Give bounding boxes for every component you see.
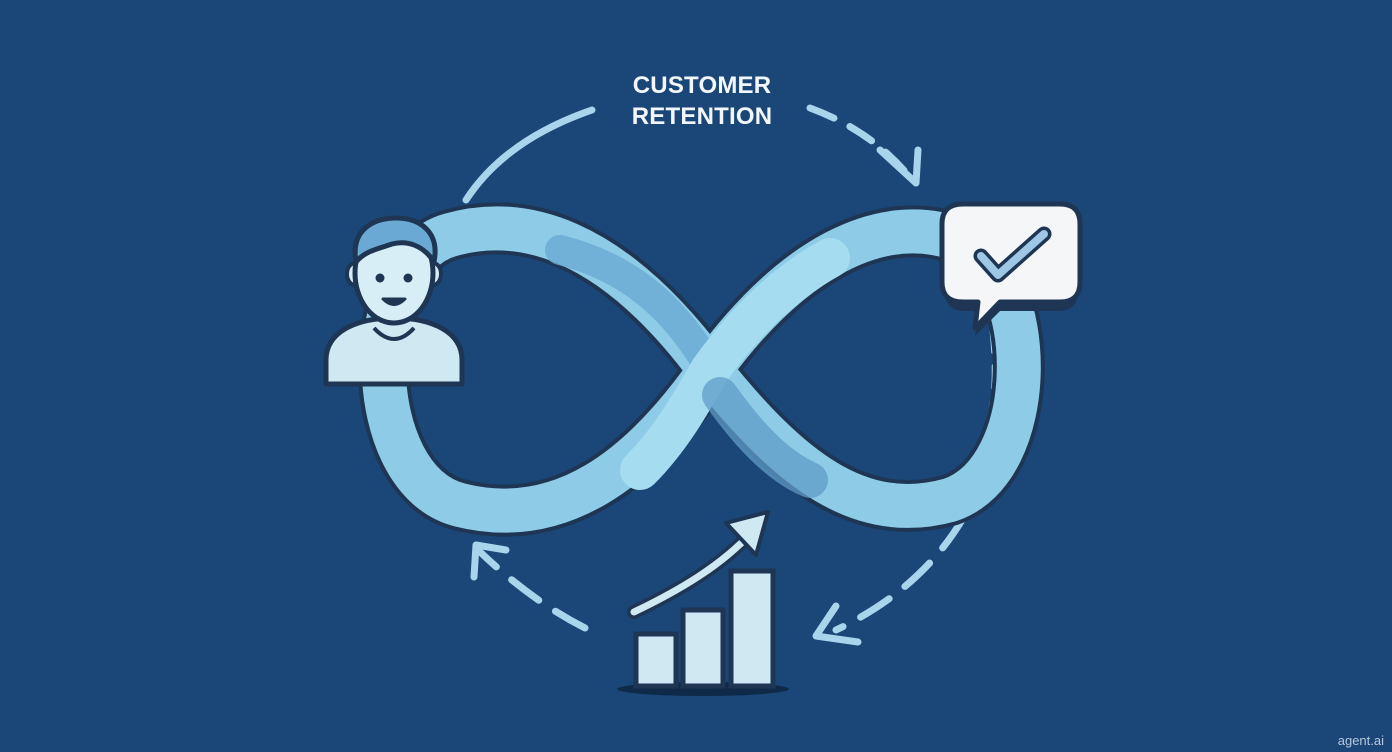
check-mark	[977, 230, 1048, 279]
person-eye-left	[375, 273, 385, 283]
title-line-1: CUSTOMER	[632, 72, 772, 99]
chart-bar-2	[680, 607, 726, 689]
check-speech-bubble-icon	[939, 201, 1083, 336]
trend-arrow-line	[630, 528, 756, 616]
person-hair	[352, 215, 438, 265]
watermark: agent.ai	[1337, 733, 1384, 748]
loop-shading	[545, 235, 720, 375]
bottom-right-arc	[832, 516, 966, 634]
growth-bar-chart-icon	[617, 510, 789, 696]
diagram-title: CUSTOMER RETENTION	[602, 70, 802, 132]
top-right-arrowhead	[876, 146, 922, 187]
infinity-loop	[357, 202, 1045, 537]
bottom-right-arrowhead	[812, 602, 862, 646]
person-icon	[323, 215, 465, 387]
chart-bar-1	[633, 631, 679, 689]
trend-arrow-head	[724, 510, 770, 557]
person-smile	[381, 297, 407, 306]
bottom-left-arc	[474, 546, 589, 632]
cycle-arrows	[462, 104, 997, 646]
person-body	[323, 315, 465, 387]
loop-crossover	[620, 238, 850, 490]
chart-bar-3	[728, 568, 776, 689]
person-collar	[372, 326, 416, 341]
title-line-2: RETENTION	[631, 103, 773, 130]
bottom-left-arrowhead	[470, 541, 510, 581]
person-eye-right	[403, 273, 413, 283]
loop-crossover-shadow	[702, 377, 828, 498]
top-left-arc	[462, 106, 596, 204]
